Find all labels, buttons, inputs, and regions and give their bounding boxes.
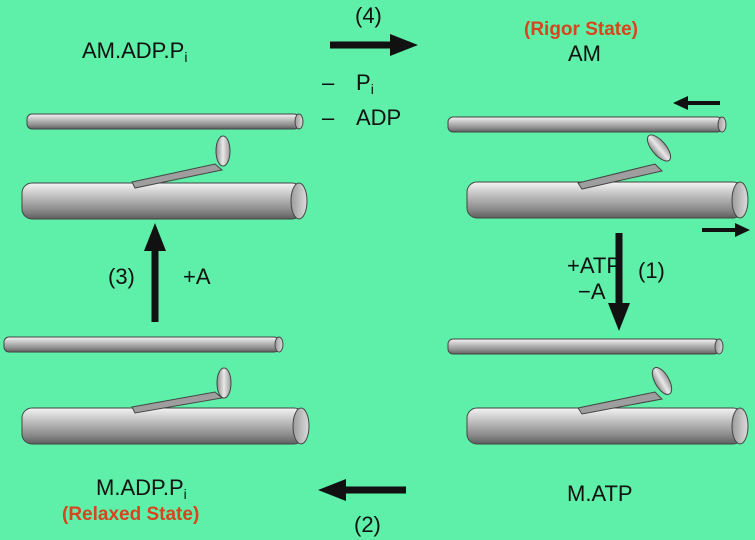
myosin-filament-icon [21, 182, 308, 220]
minus-pi-label: Pi [356, 70, 374, 97]
myosin-head-icon [577, 134, 672, 190]
myosin-filament-icon [21, 407, 310, 445]
state-label-m-adp-pi: M.ADP.Pi [96, 475, 187, 502]
plus-atp-label: +ATP [567, 253, 622, 278]
motion-arrow-icon [702, 223, 750, 237]
state-label-am: AM [568, 41, 601, 66]
rigor-state-label: (Rigor State) [524, 19, 638, 40]
relaxed-state-label: (Relaxed State) [62, 504, 200, 525]
minus-adp-sign: – [322, 105, 335, 130]
reaction-arrow-icon [144, 223, 166, 322]
minus-a-label: −A [578, 279, 606, 304]
myosin-filament-icon [466, 407, 749, 445]
step-4-label: (4) [355, 3, 382, 28]
step-1-label: (1) [638, 258, 665, 283]
panel-top-right [447, 96, 750, 237]
actin-filament-icon [3, 336, 284, 353]
actin-filament-icon [447, 338, 724, 355]
motion-arrow-icon [673, 96, 720, 110]
panel-bottom-right [447, 338, 749, 445]
reaction-arrow-icon [608, 233, 630, 331]
myosin-head-icon [577, 367, 673, 415]
myosin-head-icon [131, 367, 232, 414]
state-label-m-atp: M.ATP [567, 481, 633, 506]
minus-pi-sign: – [322, 70, 335, 95]
actin-filament-icon [447, 116, 727, 133]
panel-top-left [21, 113, 308, 220]
actin-filament-icon [26, 113, 304, 130]
state-label-am-adp-pi: AM.ADP.Pi [82, 38, 188, 65]
step-3-label: (3) [108, 264, 135, 289]
myosin-head-icon [131, 135, 231, 189]
reaction-arrow-icon [330, 34, 418, 56]
reaction-arrow-icon [318, 479, 406, 501]
myosin-filament-icon [466, 181, 749, 219]
plus-a-label: +A [183, 264, 211, 289]
minus-adp-label: ADP [356, 105, 402, 130]
step-2-label: (2) [354, 512, 381, 537]
panel-bottom-left [3, 336, 310, 445]
